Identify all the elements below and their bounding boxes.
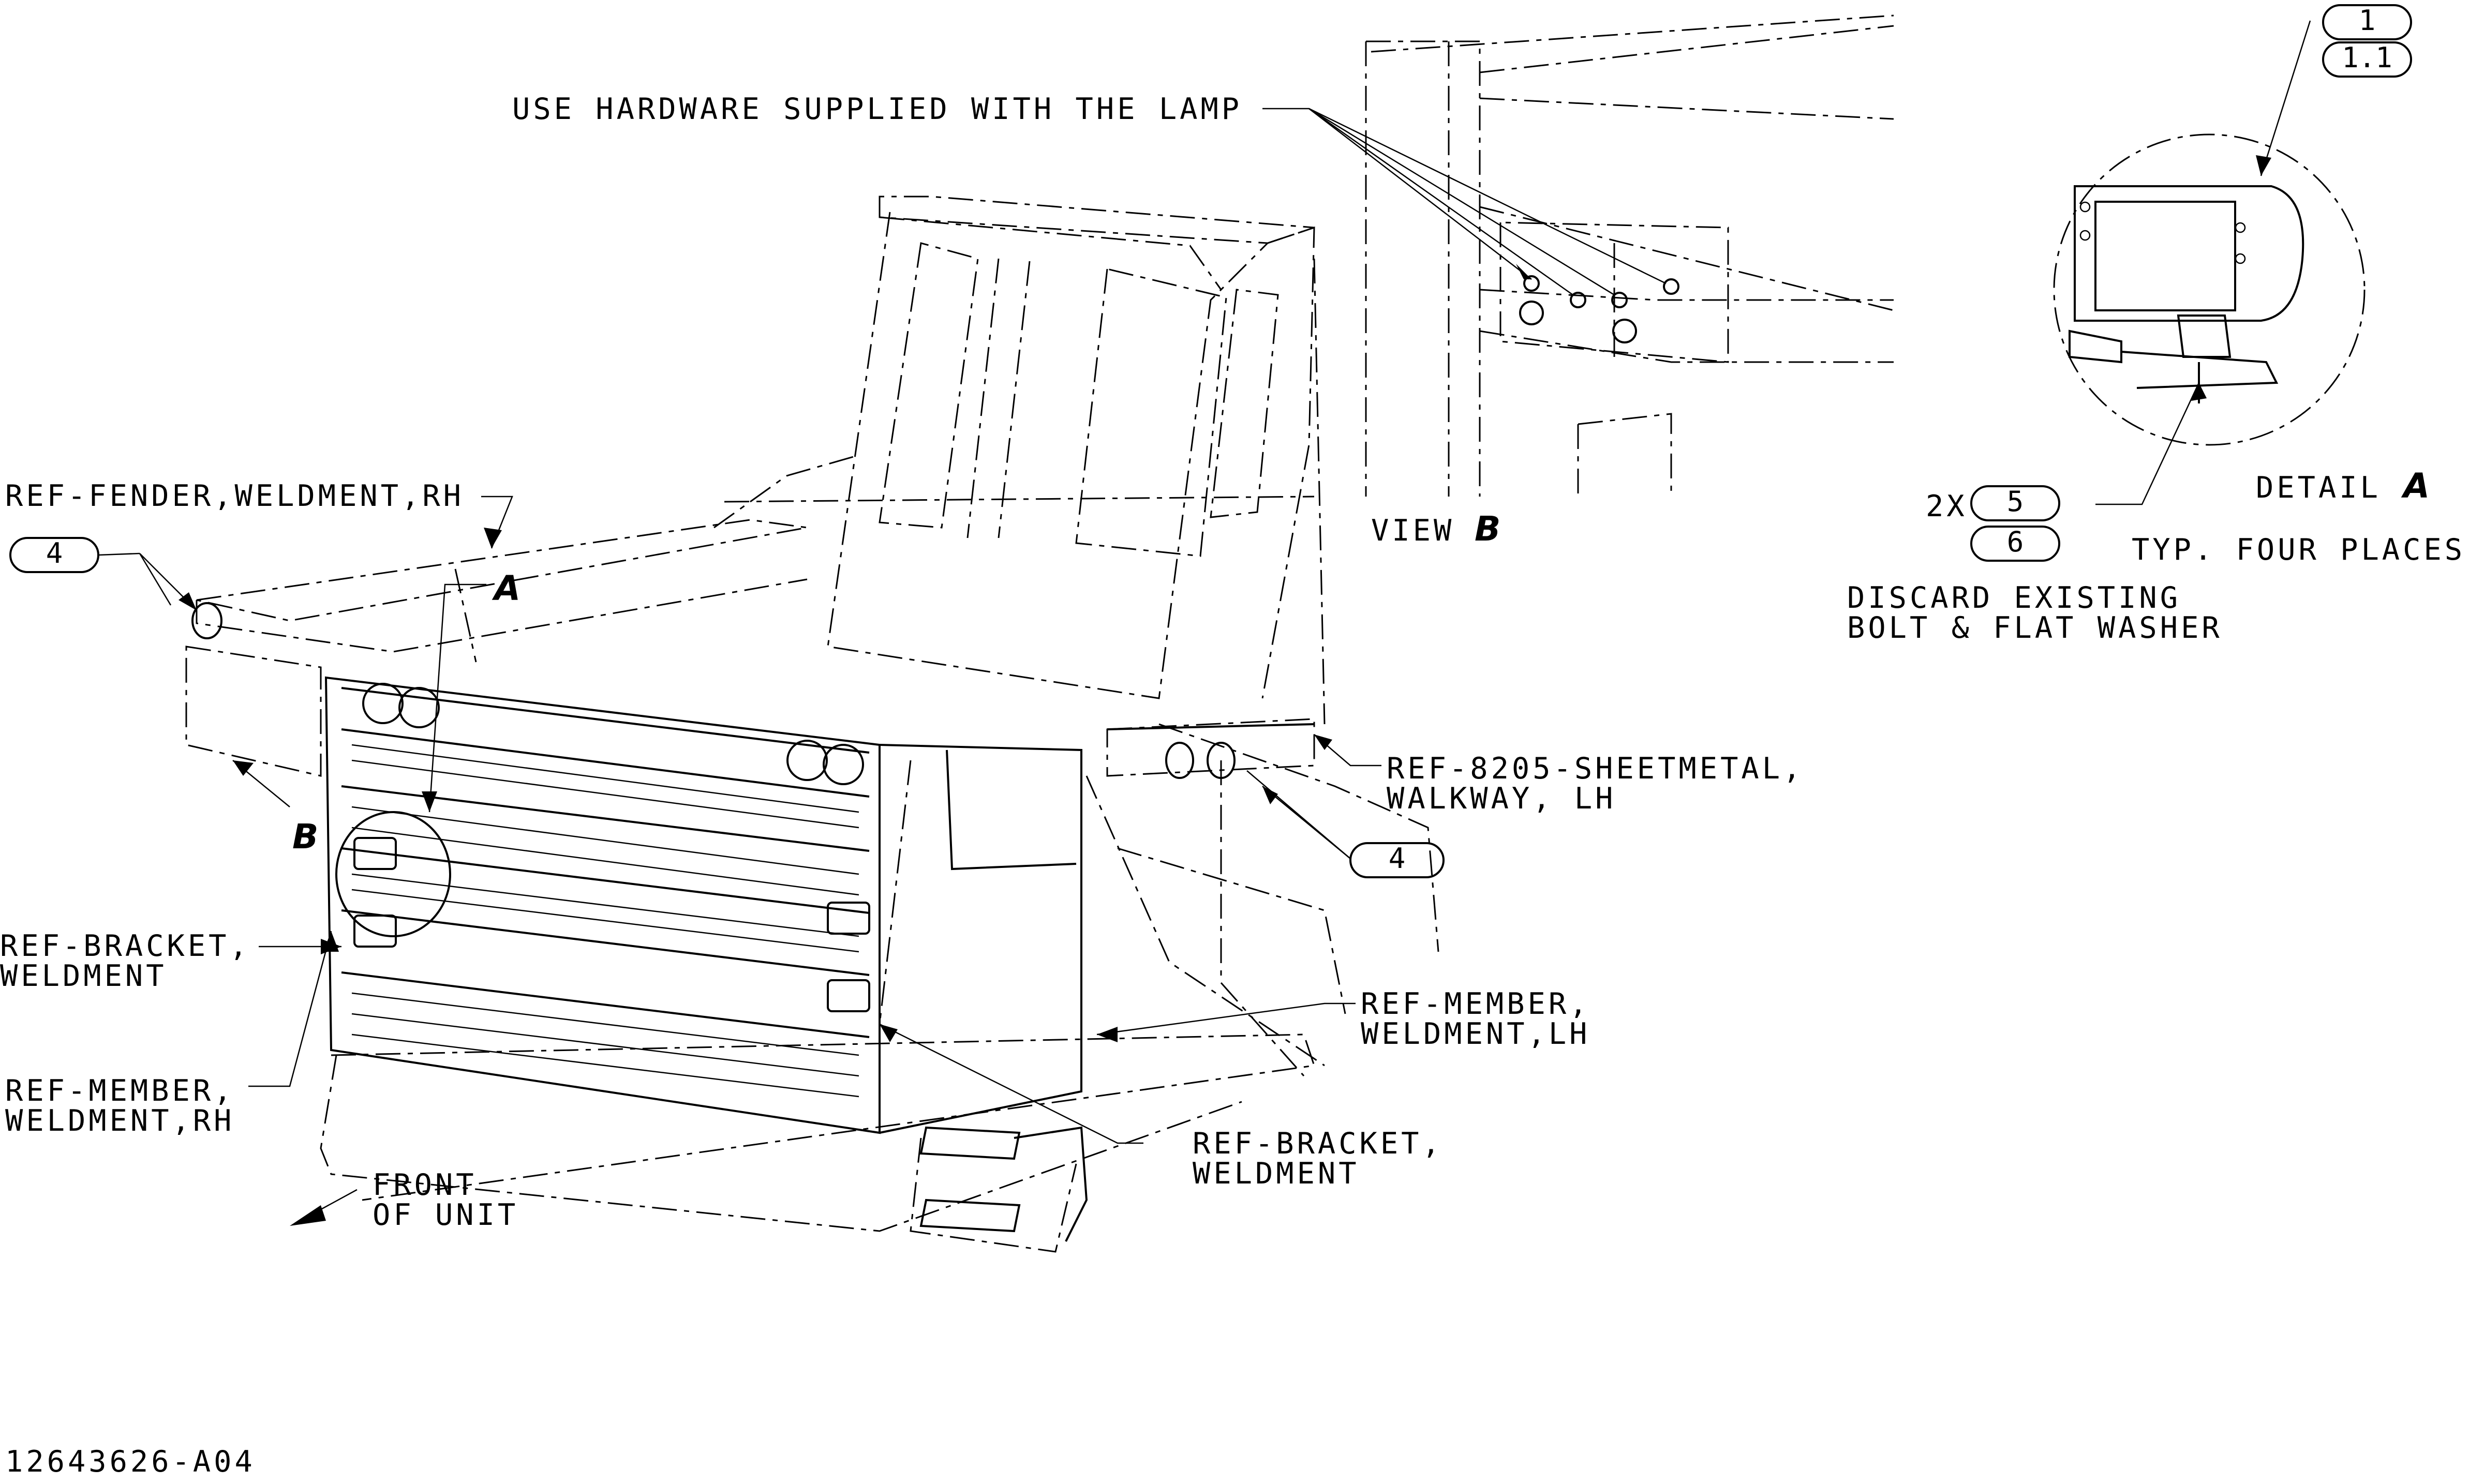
item-bubble-6: 6 — [1970, 526, 2060, 562]
section-marker-a: A — [492, 568, 520, 608]
qty-prefix: 2X — [1926, 489, 1968, 523]
cab-outline — [185, 196, 1439, 1253]
member-lh-callout-line1: REF-MEMBER, — [1361, 987, 1590, 1021]
drawing-number: 12643626-A04 — [5, 1445, 256, 1479]
member-rh-callout-line1: REF-MEMBER, — [5, 1074, 235, 1108]
front-grille-panel — [324, 676, 1315, 1242]
bracket-left-callout-line1: REF-BRACKET, — [0, 929, 250, 963]
work-lamp — [353, 837, 870, 1012]
fender-lamp — [191, 602, 222, 639]
arrowheads — [179, 155, 2271, 1226]
discard-note-line1: DISCARD EXISTING — [1847, 581, 2181, 615]
view-b-graphic — [1365, 14, 1894, 497]
view-b-title: VIEW — [1371, 514, 1454, 548]
front-of-unit-line1: FRONT — [373, 1168, 477, 1202]
hardware-note: USE HARDWARE SUPPLIED WITH THE LAMP — [512, 92, 1242, 126]
bracket-left-callout-line2: WELDMENT — [0, 959, 167, 993]
item-bubble-4-right-text: 4 — [1389, 842, 1406, 875]
item-bubble-4-left: 4 — [9, 537, 99, 573]
detail-a-graphic — [2053, 133, 2366, 446]
member-lh-callout-line2: WELDMENT,LH — [1361, 1017, 1590, 1051]
item-bubble-4-right: 4 — [1349, 842, 1445, 878]
detail-a-letter: A — [2401, 466, 2430, 506]
hardware-nut — [1519, 275, 1679, 343]
detail-a-title: DETAIL — [2256, 471, 2381, 505]
item-bubble-1-1: 1.1 — [2322, 41, 2412, 78]
bracket-right-callout-line2: WELDMENT — [1193, 1157, 1360, 1191]
item-bubble-1-text: 1 — [2359, 4, 2376, 37]
typ-note: TYP. FOUR PLACES — [2132, 533, 2465, 567]
section-marker-b: B — [292, 817, 318, 857]
item-bubble-6-text: 6 — [2007, 526, 2024, 558]
item-bubble-5: 5 — [1970, 485, 2060, 521]
discard-note-line2: BOLT & FLAT WASHER — [1847, 611, 2223, 645]
bracket-right-callout-line1: REF-BRACKET, — [1193, 1127, 1443, 1161]
walkway-callout-line1: REF-8205-SHEETMETAL, — [1387, 752, 1804, 786]
item-bubble-1: 1 — [2322, 4, 2412, 40]
front-of-unit-line2: OF UNIT — [373, 1198, 518, 1232]
item-bubble-5-text: 5 — [2007, 485, 2024, 518]
view-b-letter: B — [1475, 509, 1500, 549]
walkway-callout-line2: WALKWAY, LH — [1387, 782, 1616, 816]
member-rh-callout-line2: WELDMENT,RH — [5, 1104, 235, 1138]
item-bubble-4-left-text: 4 — [46, 537, 63, 569]
item-bubble-1-1-text: 1.1 — [2342, 41, 2392, 74]
headlamp-ring — [362, 683, 864, 785]
fender-callout: REF-FENDER,WELDMENT,RH — [5, 479, 464, 513]
